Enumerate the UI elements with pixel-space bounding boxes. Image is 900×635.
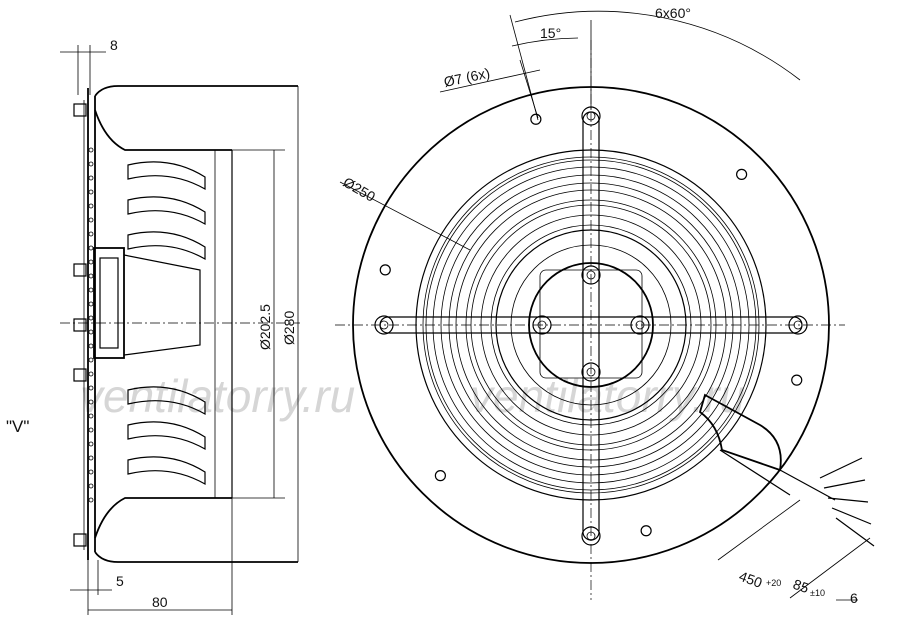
dim-wire-end: 6 bbox=[850, 590, 858, 606]
dim-side-width: 80 bbox=[152, 594, 168, 610]
side-impeller-blades bbox=[127, 161, 206, 486]
mount-hole bbox=[736, 168, 748, 180]
mount-hole bbox=[434, 470, 446, 482]
watermark-left: ventilatorry.ru bbox=[80, 370, 355, 422]
blade bbox=[127, 161, 206, 191]
mount-hole bbox=[379, 264, 391, 276]
dim-side-top: 8 bbox=[110, 37, 118, 53]
wire bbox=[823, 479, 866, 489]
dim-cable-length-tol: +20 bbox=[766, 578, 781, 588]
front-view bbox=[335, 40, 875, 600]
wire bbox=[819, 457, 863, 479]
screw-icon bbox=[581, 362, 601, 382]
mount-hole bbox=[791, 374, 803, 386]
blade bbox=[127, 456, 206, 486]
mounting-holes bbox=[379, 113, 803, 537]
cable-wires bbox=[819, 457, 875, 547]
dim-side-small: 5 bbox=[116, 573, 124, 589]
bolt-icon bbox=[73, 533, 87, 547]
side-view bbox=[60, 85, 300, 563]
blade bbox=[127, 421, 206, 451]
watermark-right: ventilatorry.ru bbox=[470, 370, 745, 422]
inlet-nozzle-top bbox=[94, 85, 298, 97]
dim-bolt-circle: Ø250 bbox=[341, 174, 379, 205]
variant-label: "V" bbox=[6, 417, 29, 436]
wire bbox=[831, 507, 872, 525]
bolt-icon bbox=[73, 368, 87, 382]
dim-cable-length: 450 bbox=[737, 568, 765, 591]
front-dimensions: 6x60° 15° Ø7 (6x) Ø250 450 +20 85 ±10 6 bbox=[339, 5, 871, 606]
inlet-nozzle-bottom bbox=[94, 551, 298, 563]
dim-strip-length: 85 bbox=[791, 576, 811, 596]
bolt-icon bbox=[73, 318, 87, 332]
motor-hub bbox=[93, 247, 125, 359]
side-dimensions: 8 5 80 Ø202.5 Ø280 bbox=[60, 37, 299, 615]
dim-angle-offset: 15° bbox=[540, 25, 561, 41]
dim-angle-pattern: 6x60° bbox=[655, 5, 691, 21]
cable bbox=[698, 393, 782, 472]
bolt-icon bbox=[73, 103, 87, 117]
dim-strip-length-tol: ±10 bbox=[810, 588, 825, 598]
wire bbox=[827, 497, 869, 503]
dim-inner-diameter: Ø202.5 bbox=[257, 304, 273, 350]
mount-hole bbox=[640, 525, 652, 537]
blade bbox=[127, 231, 206, 261]
dim-outer-diameter: Ø280 bbox=[281, 311, 297, 345]
blade bbox=[127, 386, 206, 416]
side-bolts bbox=[73, 103, 94, 547]
wire bbox=[835, 517, 875, 547]
mount-hole bbox=[530, 113, 542, 125]
bolt-icon bbox=[73, 263, 87, 277]
blade bbox=[127, 196, 206, 226]
